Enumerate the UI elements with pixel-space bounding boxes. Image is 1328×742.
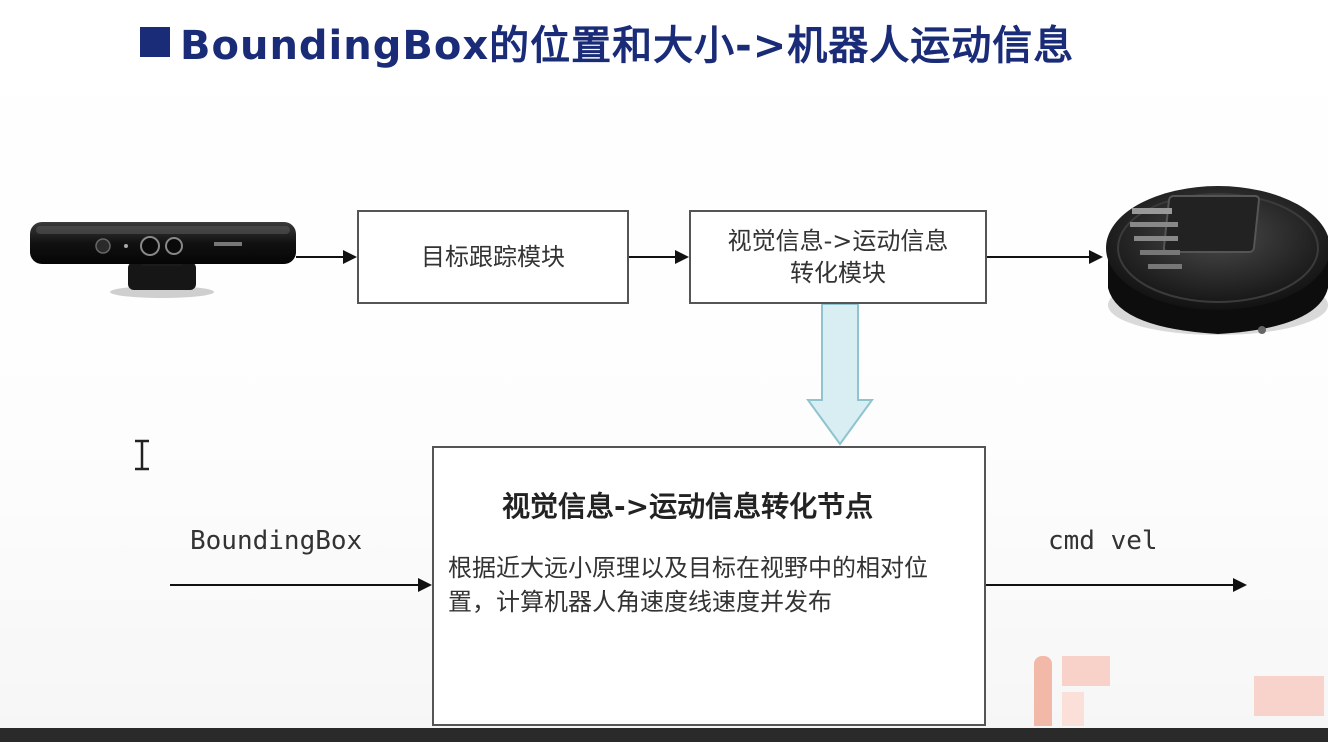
text-cursor-icon [135, 439, 149, 471]
arrow-cmd-vel-output [986, 578, 1247, 592]
tracking-module-label: 目标跟踪模块 [421, 242, 565, 271]
kinect-sensor-icon [30, 222, 296, 298]
convert-module-label-line1: 视觉信息->运动信息 [727, 226, 949, 255]
watermark-block [1254, 676, 1324, 716]
arrow-kinect-to-tracking [296, 250, 357, 264]
arrow-boundingbox-input [170, 578, 432, 592]
input-label: BoundingBox [190, 526, 363, 556]
convert-node-title: 视觉信息->运动信息转化节点 [502, 490, 874, 523]
convert-module-box: 视觉信息->运动信息 转化模块 [689, 210, 987, 304]
turtlebot-robot-icon [1106, 186, 1328, 335]
tracking-module-box: 目标跟踪模块 [357, 210, 629, 304]
watermark-block [1062, 692, 1084, 726]
convert-module-label-line2: 转化模块 [790, 259, 886, 287]
convert-node-box: 视觉信息->运动信息转化节点 根据近大远小原理以及目标在视野中的相对位置，计算机… [432, 446, 986, 726]
slide-title: BoundingBox的位置和大小->机器人运动信息 [140, 12, 1074, 72]
slide-title-text: BoundingBox的位置和大小->机器人运动信息 [180, 23, 1075, 69]
watermark-block [1034, 656, 1052, 726]
output-label: cmd vel [1048, 526, 1158, 556]
title-bullet-icon [140, 27, 170, 57]
bottom-bar [0, 728, 1328, 742]
arrow-convert-to-robot [987, 250, 1103, 264]
watermark-block [1062, 656, 1110, 686]
convert-node-description: 根据近大远小原理以及目标在视野中的相对位置，计算机器人角速度线速度并发布 [448, 554, 928, 616]
arrow-tracking-to-convert [629, 250, 689, 264]
down-arrow-icon [806, 303, 874, 446]
